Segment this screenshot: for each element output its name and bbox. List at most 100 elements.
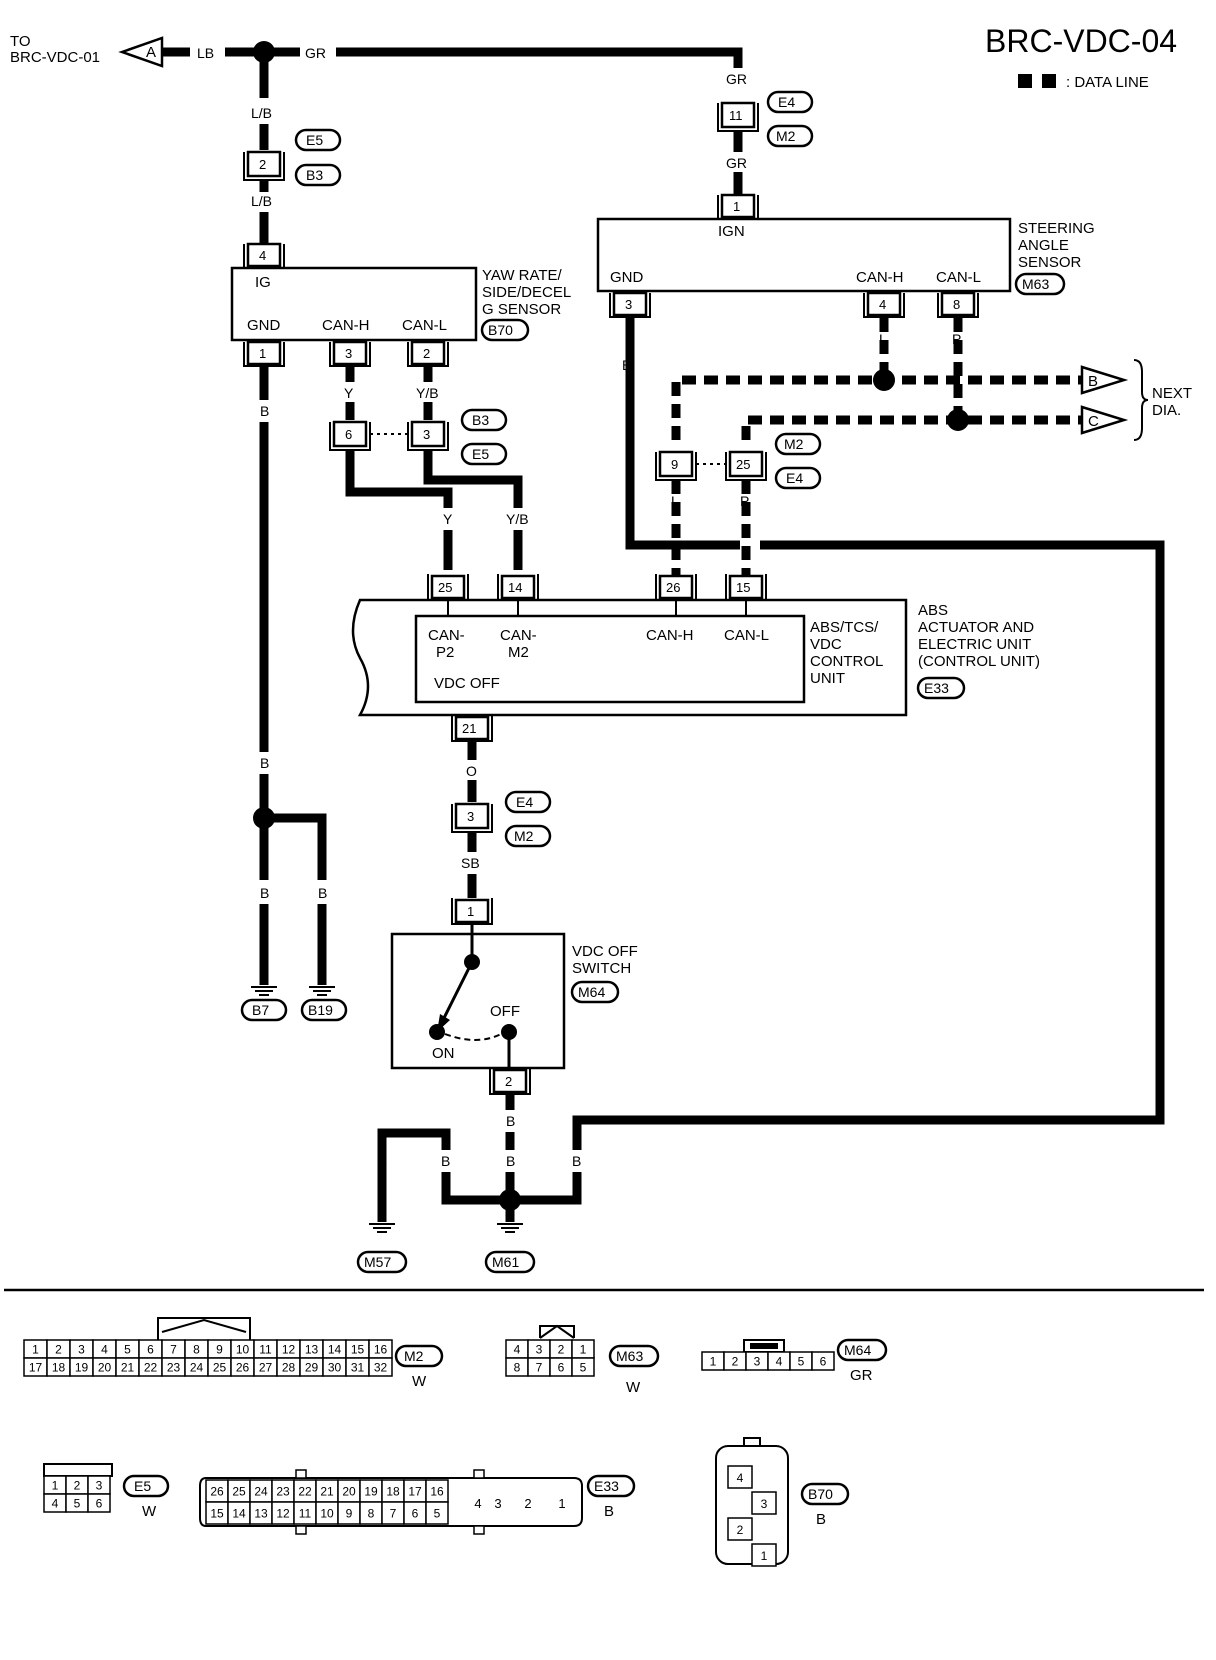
pin-cell-label: 12 bbox=[282, 1342, 296, 1356]
pin-cell-label: 29 bbox=[305, 1360, 319, 1374]
vdc-switch-label-1: VDC OFF bbox=[572, 943, 638, 960]
pin-cell-label: 21 bbox=[320, 1484, 334, 1498]
pin-cell-label: 3 bbox=[96, 1478, 103, 1492]
svg-text:E5: E5 bbox=[472, 446, 489, 462]
svg-text:M57: M57 bbox=[364, 1254, 391, 1270]
connector-e4-m2-pin3 bbox=[454, 802, 490, 830]
svg-text:3: 3 bbox=[345, 346, 352, 361]
pin-cell-label: 5 bbox=[124, 1342, 131, 1356]
svg-text:E33: E33 bbox=[924, 680, 949, 696]
pin-cell-label: 23 bbox=[167, 1360, 181, 1374]
pin-cell-label: 13 bbox=[305, 1342, 319, 1356]
connector-id-e5-b bbox=[460, 442, 508, 466]
switch-on-label: ON bbox=[432, 1045, 455, 1062]
wire-color-p-steer: P bbox=[952, 331, 961, 347]
pin-cell-label: 5 bbox=[798, 1354, 805, 1368]
wire-color-gr-3: GR bbox=[726, 155, 747, 171]
vdc-switch-label-2: SWITCH bbox=[572, 960, 631, 977]
svg-text:B7: B7 bbox=[252, 1002, 269, 1018]
connector-id-m2-b bbox=[774, 432, 822, 456]
steering-pin4 bbox=[866, 291, 902, 317]
pin-cell-label: 1 bbox=[558, 1496, 565, 1511]
terminal-vdc-off: VDC OFF bbox=[434, 675, 500, 692]
connector-id-b70 bbox=[480, 318, 530, 342]
wire-color-b-switch-2: B bbox=[506, 1153, 515, 1169]
switch-pin1 bbox=[454, 898, 490, 924]
pin-cell-label: 21 bbox=[121, 1360, 135, 1374]
ground-b19 bbox=[309, 986, 335, 996]
pin-cell-label: 6 bbox=[820, 1354, 827, 1368]
connector-id-m64 bbox=[570, 980, 620, 1004]
pin-cell-label: 4 bbox=[776, 1354, 783, 1368]
svg-text:3: 3 bbox=[467, 809, 474, 824]
pin-cell bbox=[87, 1493, 111, 1513]
wire-color-y-b: Y bbox=[443, 511, 453, 527]
connector-e5-b3-pin2 bbox=[246, 150, 282, 178]
connector-id-e4-c bbox=[504, 790, 552, 814]
connector-m2-e4-pin25 bbox=[728, 450, 764, 478]
steering-label-1: STEERING bbox=[1018, 220, 1095, 237]
pin-cell-label: 15 bbox=[210, 1506, 224, 1520]
svg-text:1: 1 bbox=[259, 346, 266, 361]
pin-cell-label: 11 bbox=[299, 1506, 312, 1520]
pin-cell-label: 20 bbox=[342, 1484, 356, 1498]
yaw-rate-sensor bbox=[230, 266, 478, 342]
svg-text:25: 25 bbox=[438, 580, 452, 595]
pin-cell-label: 1 bbox=[710, 1354, 717, 1368]
pin-cell-label: 25 bbox=[232, 1484, 246, 1498]
pin-cell-label: 7 bbox=[536, 1360, 543, 1374]
connector-m2-e4-pin9 bbox=[658, 450, 694, 478]
vdc-off-switch bbox=[390, 932, 566, 1070]
splice-top-left bbox=[253, 41, 275, 63]
e33-pin26 bbox=[658, 574, 694, 600]
pin-cell-label: 6 bbox=[96, 1496, 103, 1510]
terminal-can-m2-1: CAN- bbox=[500, 627, 537, 644]
wire-color-b-return: B bbox=[572, 1153, 581, 1169]
connector-id-e33 bbox=[916, 676, 966, 700]
wire-color-o: O bbox=[466, 763, 477, 779]
pin-cell-label: 26 bbox=[236, 1360, 250, 1374]
pin-cell bbox=[571, 1357, 595, 1377]
pin-cell-label: 18 bbox=[386, 1484, 400, 1498]
pin-cell-label: 4 bbox=[101, 1342, 108, 1356]
svg-text:M63: M63 bbox=[616, 1348, 643, 1364]
wire-color-sb: SB bbox=[461, 855, 480, 871]
svg-text:B70: B70 bbox=[488, 322, 513, 338]
pin-cell-label: 4 bbox=[737, 1471, 744, 1485]
pin-cell-label: 19 bbox=[364, 1484, 378, 1498]
ground-m57 bbox=[369, 1223, 395, 1233]
connector-id-e4 bbox=[766, 90, 814, 114]
svg-text:1: 1 bbox=[733, 199, 740, 214]
pin-cell-label: 8 bbox=[514, 1360, 521, 1374]
wire-yb bbox=[423, 450, 523, 508]
wire-y bbox=[345, 450, 453, 508]
pin-cell-label: 2 bbox=[558, 1342, 565, 1356]
diagram-title: BRC-VDC-04 bbox=[985, 23, 1177, 59]
svg-text:M2: M2 bbox=[776, 128, 796, 144]
svg-text:4: 4 bbox=[259, 248, 266, 263]
abs-label-3: ELECTRIC UNIT bbox=[918, 636, 1031, 653]
to-target-label: BRC-VDC-01 bbox=[10, 49, 100, 66]
terminal-canh-e33: CAN-H bbox=[646, 627, 694, 644]
svg-text:2: 2 bbox=[505, 1074, 512, 1089]
svg-text:W: W bbox=[412, 1373, 427, 1390]
svg-text:B70: B70 bbox=[808, 1486, 833, 1502]
wire-b-steer-gnd bbox=[625, 318, 740, 550]
svg-text:M61: M61 bbox=[492, 1254, 519, 1270]
wire-color-b-yaw: B bbox=[260, 403, 269, 419]
pin-cell-label: 5 bbox=[580, 1360, 587, 1374]
pin-cell-label: 14 bbox=[328, 1342, 342, 1356]
abs-tcs-vdc-control-unit bbox=[414, 614, 806, 704]
e33-pin21 bbox=[454, 715, 490, 741]
yaw-pin2 bbox=[410, 340, 446, 366]
pin-cell-label: 12 bbox=[276, 1506, 290, 1520]
pin-cell bbox=[368, 1357, 393, 1377]
terminal-gnd-steer: GND bbox=[610, 269, 644, 286]
connector-id-m2-c bbox=[504, 824, 552, 848]
pin-cell-label: 25 bbox=[213, 1360, 227, 1374]
svg-text:3: 3 bbox=[423, 427, 430, 442]
connector-id-e4-b bbox=[774, 466, 822, 490]
pin-cell bbox=[811, 1351, 835, 1371]
